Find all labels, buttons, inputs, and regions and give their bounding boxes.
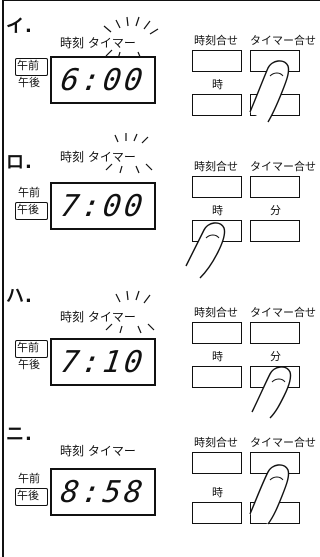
step-3-label: ハ. <box>6 286 33 307</box>
step-2-timer-set-button[interactable] <box>250 176 300 198</box>
step-4-mode-text: 時刻 タイマー <box>60 444 136 458</box>
step-2-mode-text: 時刻 タイマー <box>60 150 136 164</box>
step-3-am-label: 午前 <box>15 340 48 358</box>
step-4-am-pm-indicator: 午前 午後 <box>15 472 48 506</box>
step-3-mode-text: 時刻 タイマー <box>60 310 136 324</box>
step-2-clock-set-button[interactable] <box>192 176 242 198</box>
step-1-lcd-display: 6:00 <box>50 56 156 104</box>
step-3-timer-set-label: タイマー合せ <box>250 306 316 319</box>
step-2-hour-label: 時 <box>212 204 223 217</box>
step-1-panel: イ. 時刻 タイマー 午前 午後 6:00 時刻合せ タイマー合せ 時 <box>0 12 320 148</box>
step-1-clock-set-label: 時刻合せ <box>194 34 238 47</box>
step-4-clock-set-label: 時刻合せ <box>194 436 238 449</box>
frame-top-border <box>2 0 320 1</box>
step-1-mode-text: 時刻 タイマー <box>60 36 136 50</box>
step-2-label: ロ. <box>6 152 33 173</box>
step-1-pointing-finger-icon <box>249 60 290 123</box>
step-2-clock-set-label: 時刻合せ <box>194 160 238 173</box>
step-3-pm-label: 午後 <box>18 358 40 371</box>
step-3-pointing-finger-icon <box>251 366 292 419</box>
step-3-clock-set-button[interactable] <box>192 322 242 344</box>
step-2-panel: ロ. 時刻 タイマー 午前 午後 7:00 時刻合せ タイマー合せ 時 分 <box>0 133 320 284</box>
step-1-am-label: 午前 <box>15 58 48 76</box>
step-3-clock-set-label: 時刻合せ <box>194 306 238 319</box>
step-4-lcd-display: 8:58 <box>50 468 156 516</box>
step-2-am-pm-indicator: 午前 午後 <box>15 186 48 220</box>
step-4-hour-button[interactable] <box>192 502 242 524</box>
step-1-clock-set-button[interactable] <box>192 50 242 72</box>
step-4-am-label: 午前 <box>18 472 40 485</box>
step-1-hour-button[interactable] <box>192 94 242 116</box>
step-2-timer-set-label: タイマー合せ <box>250 160 316 173</box>
step-3-am-pm-indicator: 午前 午後 <box>15 340 48 374</box>
step-3-hour-button[interactable] <box>192 366 242 388</box>
step-4-clock-set-button[interactable] <box>192 452 242 474</box>
step-2-pointing-finger-icon <box>185 222 226 279</box>
step-4-pointing-finger-icon <box>249 464 290 525</box>
step-1-hour-label: 時 <box>212 78 223 91</box>
step-1-am-pm-indicator: 午前 午後 <box>15 58 48 92</box>
step-4-panel: ニ. 時刻 タイマー 午前 午後 8:58 時刻合せ タイマー合せ 時 <box>0 420 320 556</box>
step-4-label: ニ. <box>6 424 33 445</box>
step-3-timer-set-button[interactable] <box>250 322 300 344</box>
step-2-minute-button[interactable] <box>250 220 300 242</box>
step-4-timer-set-label: タイマー合せ <box>250 436 316 449</box>
step-2-lcd-display: 7:00 <box>50 182 156 230</box>
step-3-blink-rays <box>105 290 155 334</box>
step-1-label: イ. <box>6 16 33 37</box>
step-2-pm-label: 午後 <box>15 202 48 220</box>
step-3-hour-label: 時 <box>212 350 223 363</box>
step-3-minute-label: 分 <box>270 350 281 363</box>
step-4-hour-label: 時 <box>212 486 223 499</box>
step-3-panel: ハ. 時刻 タイマー 午前 午後 7:10 時刻合せ タイマー合せ 時 分 <box>0 282 320 419</box>
step-3-lcd-display: 7:10 <box>50 338 156 386</box>
step-1-timer-set-label: タイマー合せ <box>250 34 316 47</box>
step-1-pm-label: 午後 <box>18 76 40 89</box>
step-2-minute-label: 分 <box>270 204 281 217</box>
frame-left-border <box>2 0 4 557</box>
step-2-am-label: 午前 <box>18 186 40 199</box>
step-2-blink-rays <box>105 133 153 174</box>
step-4-pm-label: 午後 <box>15 488 48 506</box>
